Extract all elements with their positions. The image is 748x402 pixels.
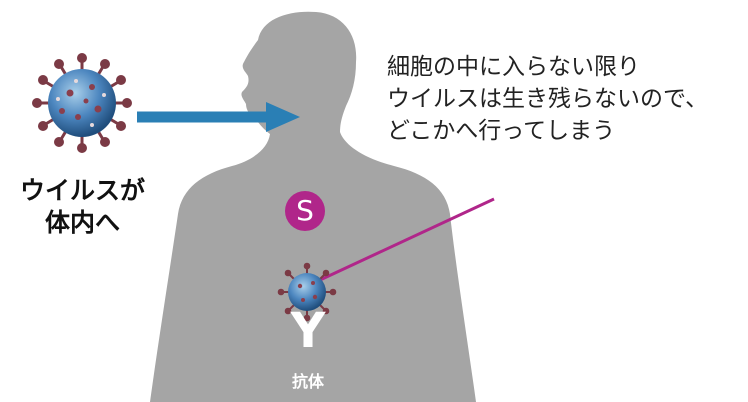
arrow-right-icon [137,102,300,132]
description-line3: どこかへ行ってしまう [387,118,616,144]
connector-line [319,197,495,282]
description-line2: ウイルスは生き残らないので、 [387,86,709,112]
s-badge: S [285,191,325,231]
virus-icon [277,262,337,322]
description-line1: 細胞の中に入らない限り [387,54,640,80]
virus-enters-line1: ウイルスが [19,176,145,205]
virus-icon [32,53,132,153]
description-text: 細胞の中に入らない限り ウイルスは生き残らないので、 どこかへ行ってしまう [387,51,708,147]
antibody-label: 抗体 [291,372,324,391]
virus-enters-label: ウイルスが 体内へ [10,175,155,239]
antibody-icon: Y [290,303,326,359]
virus-enters-line2: 体内へ [44,208,120,237]
